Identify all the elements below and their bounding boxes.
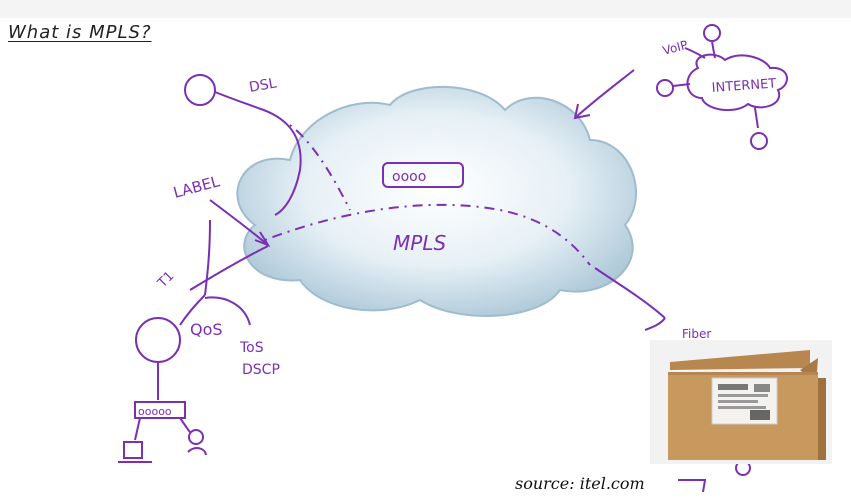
top-bar — [0, 0, 851, 18]
voip-label: VoIP — [661, 38, 689, 58]
source-caption: source: itel.com — [515, 474, 645, 493]
dsl-label: DSL — [248, 75, 278, 96]
box-photo — [650, 340, 832, 464]
internet-label: INTERNET — [711, 77, 777, 96]
router-label: oooo — [392, 169, 426, 185]
cardboard-box-icon — [668, 350, 826, 460]
customer-router-icon — [135, 317, 181, 363]
internet-node-icon — [656, 79, 674, 97]
qos-label: QoS — [190, 320, 223, 339]
dscp-label: DSCP — [242, 362, 280, 378]
t1-label: T1 — [155, 269, 178, 292]
voip-phone-icon — [703, 24, 721, 42]
partial-device-icon — [678, 479, 707, 493]
mpls-cloud — [236, 85, 637, 317]
computer-icon — [123, 441, 143, 459]
user-icon — [188, 429, 204, 445]
tos-label: ToS — [239, 340, 264, 356]
customer-site: T1 QoS ToS DSCP ooooo — [118, 219, 280, 463]
dsl-site-icon — [184, 74, 216, 106]
page-title: What is MPLS? — [8, 22, 152, 43]
fiber-link: Fiber — [594, 267, 711, 341]
cloud-label: MPLS — [393, 231, 446, 255]
dsl-dotted-path — [289, 124, 351, 211]
switch-label: ooooo — [138, 405, 172, 418]
internet-site: INTERNET VoIP — [573, 24, 788, 150]
fiber-label: Fiber — [682, 327, 711, 341]
internet-server-icon — [750, 132, 768, 150]
switch-icon — [134, 401, 186, 419]
router-icon: oooo — [382, 162, 464, 188]
label-switched-path — [264, 203, 591, 266]
label-text: LABEL — [171, 172, 222, 202]
internet-cloud-icon — [686, 53, 788, 112]
dsl-site: DSL — [184, 74, 302, 216]
